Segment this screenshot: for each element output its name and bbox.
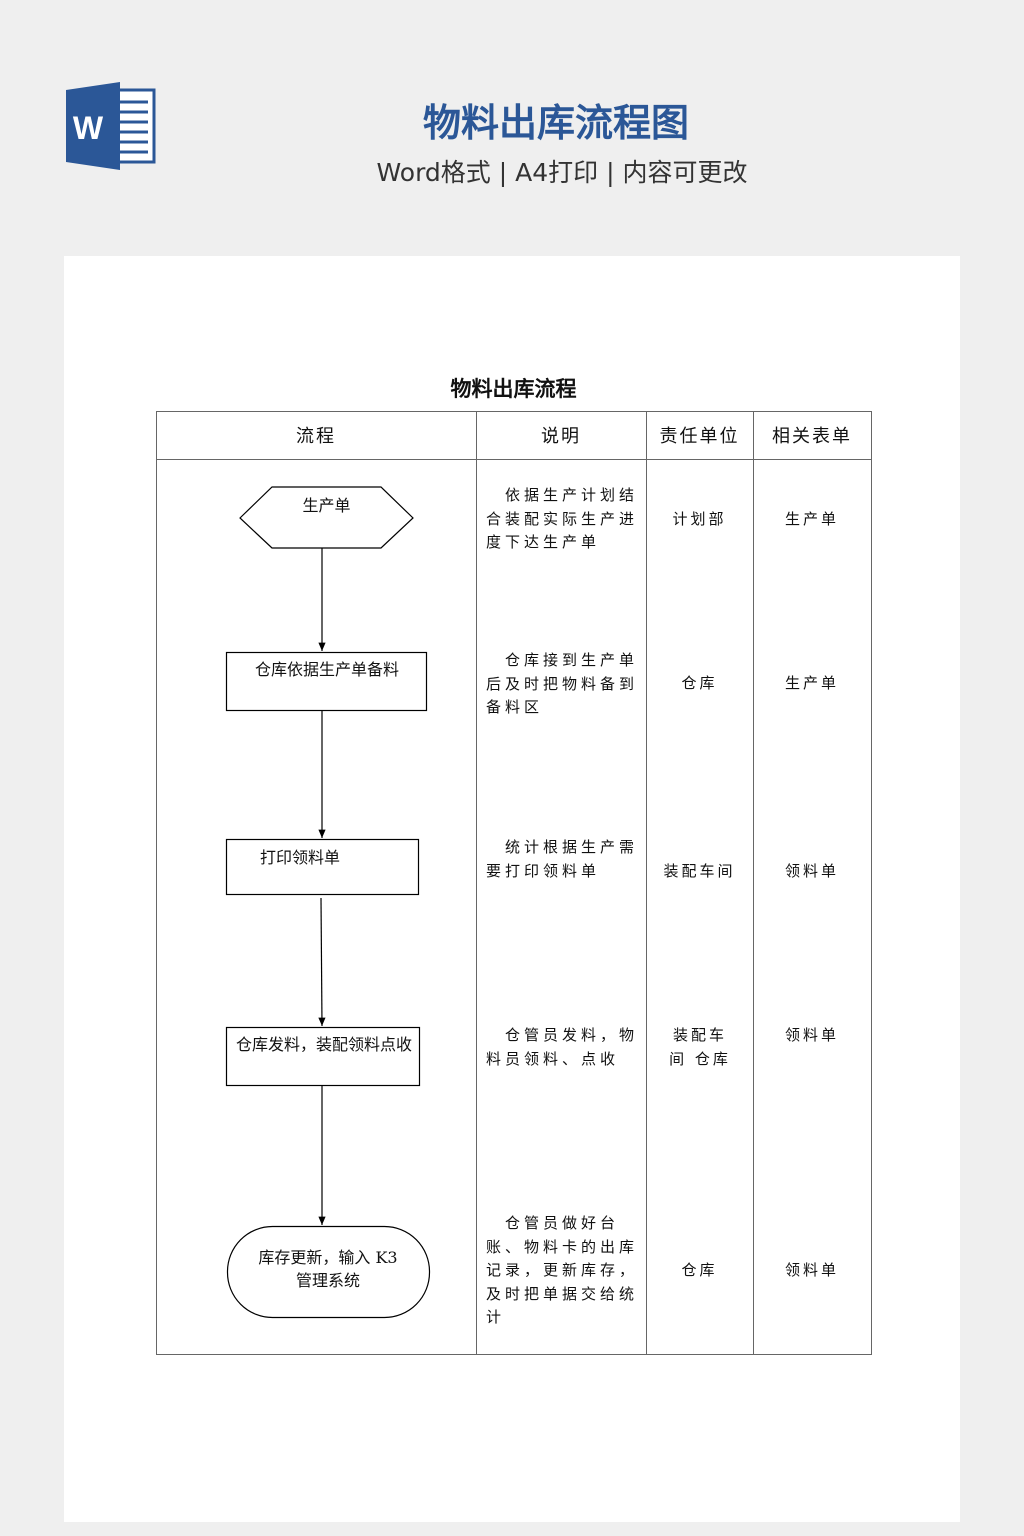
- flow-node-rect: [225, 651, 428, 712]
- header-form: 相关表单: [772, 426, 852, 447]
- row-description: 统计根据生产需要打印领料单: [486, 838, 639, 880]
- flow-node-rect: [225, 838, 420, 896]
- flow-node-label: 打印领料单: [259, 848, 340, 867]
- row-unit: 仓库: [681, 1261, 718, 1279]
- row-description: 依据生产计划结合装配实际生产进度下达生产单: [486, 486, 639, 551]
- flow-node-hexagon: [239, 486, 414, 549]
- flow-node-rect: [225, 1026, 421, 1087]
- row-unit: 仓库: [681, 674, 718, 692]
- word-icon: W: [66, 82, 156, 170]
- banner-title: 物料出库流程图: [422, 101, 689, 145]
- row-description: 仓管员做好台账、物料卡的出库记录，更新库存，及时把单据交给统计: [486, 1214, 639, 1326]
- row-form: 领料单: [784, 1261, 839, 1279]
- header-description: 说明: [541, 426, 581, 447]
- document-page: [64, 256, 960, 1522]
- document-title: 物料出库流程: [450, 376, 577, 401]
- flow-arrow: [318, 897, 326, 1027]
- banner-subtitle: Word格式 | A4打印 | 内容可更改: [376, 158, 748, 187]
- flow-node-label: 仓库依据生产单备料: [254, 660, 399, 679]
- row-unit: 装配车间 仓库: [669, 1026, 731, 1068]
- row-form: 领料单: [784, 1026, 839, 1044]
- flow-node-label: 生产单: [302, 496, 351, 515]
- row-unit: 装配车间: [663, 862, 736, 880]
- word-logo: W: [64, 82, 156, 170]
- row-unit: 计划部: [672, 510, 727, 528]
- header-unit: 责任单位: [659, 426, 740, 447]
- header-process: 流程: [296, 426, 336, 447]
- row-form: 领料单: [784, 862, 839, 880]
- row-form: 生产单: [784, 510, 839, 528]
- flow-node-label: 仓库发料，装配领料点收: [235, 1035, 412, 1054]
- row-description: 仓库接到生产单后及时把物料备到备料区: [486, 651, 639, 716]
- flow-node-label: 库存更新，输入 K3 管理系统: [258, 1248, 398, 1290]
- svg-text:W: W: [73, 110, 104, 146]
- row-description: 仓管员发料，物料员领料、点收: [486, 1026, 639, 1068]
- row-form: 生产单: [784, 674, 839, 692]
- flow-node-terminal: [226, 1225, 431, 1319]
